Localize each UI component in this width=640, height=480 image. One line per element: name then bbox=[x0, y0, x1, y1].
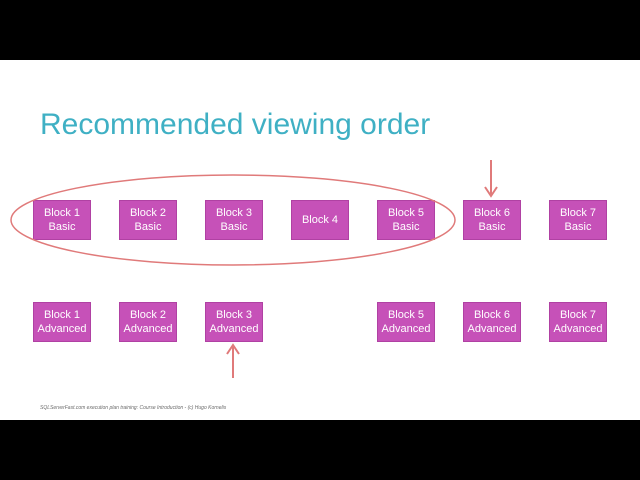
slide: Recommended viewing order Block 1 Basic … bbox=[0, 60, 640, 420]
block-label: Block 5 bbox=[387, 309, 425, 321]
block-label: Block 3 bbox=[215, 309, 253, 321]
block-label: Block 6 bbox=[473, 309, 511, 321]
block-label: Block 5 bbox=[387, 207, 425, 219]
block-sublabel: Advanced bbox=[381, 323, 431, 335]
block-label: Block 2 bbox=[129, 207, 167, 219]
block-4: Block 4 bbox=[291, 200, 349, 240]
block-2-basic: Block 2 Basic bbox=[119, 200, 177, 240]
block-6-advanced: Block 6 Advanced bbox=[463, 302, 521, 342]
block-1-advanced: Block 1 Advanced bbox=[33, 302, 91, 342]
block-sublabel: Basic bbox=[134, 221, 162, 233]
slide-footer: SQLServerFast.com execution plan trainin… bbox=[40, 405, 227, 411]
block-sublabel: Advanced bbox=[553, 323, 603, 335]
block-label: Block 7 bbox=[559, 309, 597, 321]
block-sublabel: Basic bbox=[478, 221, 506, 233]
block-sublabel: Advanced bbox=[467, 323, 517, 335]
block-6-basic: Block 6 Basic bbox=[463, 200, 521, 240]
block-label: Block 6 bbox=[473, 207, 511, 219]
block-1-basic: Block 1 Basic bbox=[33, 200, 91, 240]
arrow-down-icon bbox=[484, 160, 498, 198]
block-sublabel: Basic bbox=[220, 221, 248, 233]
block-7-advanced: Block 7 Advanced bbox=[549, 302, 607, 342]
block-5-basic: Block 5 Basic bbox=[377, 200, 435, 240]
block-sublabel: Advanced bbox=[123, 323, 173, 335]
block-sublabel: Basic bbox=[564, 221, 592, 233]
block-3-advanced: Block 3 Advanced bbox=[205, 302, 263, 342]
block-sublabel: Basic bbox=[392, 221, 420, 233]
block-label: Block 3 bbox=[215, 207, 253, 219]
block-label: Block 2 bbox=[129, 309, 167, 321]
block-label: Block 7 bbox=[559, 207, 597, 219]
block-sublabel: Advanced bbox=[209, 323, 259, 335]
block-label: Block 4 bbox=[301, 214, 339, 226]
block-label: Block 1 bbox=[43, 309, 81, 321]
arrow-up-icon bbox=[226, 343, 240, 378]
block-3-basic: Block 3 Basic bbox=[205, 200, 263, 240]
block-label: Block 1 bbox=[43, 207, 81, 219]
slide-title: Recommended viewing order bbox=[40, 108, 431, 141]
block-2-advanced: Block 2 Advanced bbox=[119, 302, 177, 342]
block-sublabel: Basic bbox=[48, 221, 76, 233]
block-7-basic: Block 7 Basic bbox=[549, 200, 607, 240]
block-5-advanced: Block 5 Advanced bbox=[377, 302, 435, 342]
block-sublabel: Advanced bbox=[37, 323, 87, 335]
